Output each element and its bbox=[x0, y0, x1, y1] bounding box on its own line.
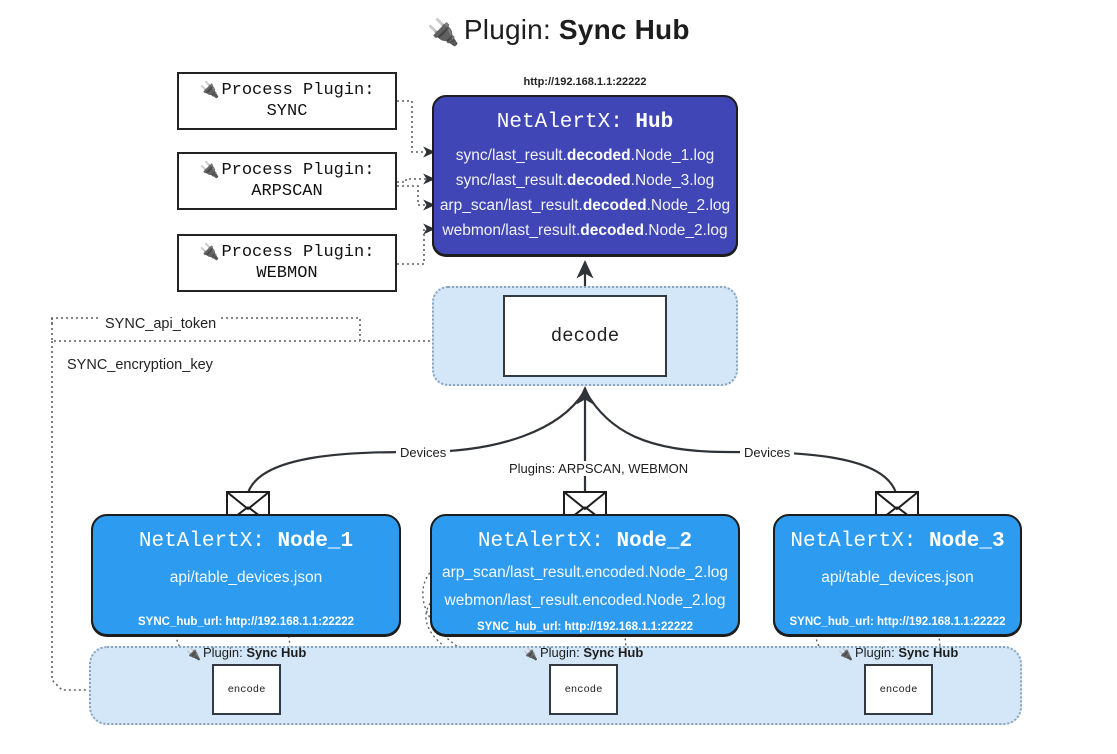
node-1-line-1: api/table_devices.json bbox=[169, 569, 323, 586]
encode-box-node-2[interactable]: encode bbox=[549, 664, 618, 715]
encoder-3-label-strong: Sync Hub bbox=[898, 645, 959, 660]
node-2-hub-url: SYNC_hub_url: http://192.168.1.1:22222 bbox=[476, 621, 694, 633]
hub-title: NetAlertX: Hub bbox=[434, 111, 736, 134]
encoder-1-label: 🔌Plugin: Sync Hub bbox=[186, 645, 306, 661]
node-2-title-name: Node_2 bbox=[616, 530, 693, 553]
process-plugin-arpscan-line2: ARPSCAN bbox=[251, 182, 323, 201]
hub-log-2-post: .Node_3.log bbox=[630, 172, 715, 189]
process-plugin-sync-line2: SYNC bbox=[266, 102, 308, 121]
node-3-title-name: Node_3 bbox=[929, 530, 1005, 553]
electric-plug-icon: 🔌 bbox=[199, 159, 220, 179]
process-plugin-arpscan-box[interactable]: 🔌Process Plugin: ARPSCAN bbox=[177, 152, 397, 210]
encoder-3-label: 🔌Plugin: Sync Hub bbox=[838, 645, 958, 661]
node-2-title-prefix: NetAlertX: bbox=[477, 530, 617, 553]
hub-log-line-4: webmon/last_result.decoded.Node_2.log bbox=[434, 222, 736, 240]
node-2-line-1: arp_scan/last_result.encoded.Node_2.log bbox=[441, 564, 729, 581]
sync-encryption-key-label: SYNC_encryption_key bbox=[63, 357, 217, 373]
hub-log-1-post: .Node_1.log bbox=[630, 147, 715, 164]
node-card-node-1[interactable]: NetAlertX: Node_1 api/table_devices.json… bbox=[91, 514, 401, 636]
hub-log-4-post: .Node_2.log bbox=[643, 222, 728, 239]
node-3-hub-url: SYNC_hub_url: http://192.168.1.1:22222 bbox=[789, 616, 1006, 628]
electric-plug-icon: 🔌 bbox=[186, 647, 201, 661]
process-plugin-arpscan-line1: Process Plugin: bbox=[221, 160, 375, 180]
hub-log-3-post: .Node_2.log bbox=[646, 197, 731, 214]
devices-label-left: Devices bbox=[396, 445, 451, 460]
hub-url-label: http://192.168.1.1:22222 bbox=[523, 76, 647, 88]
hub-log-3-pre: arp_scan/last_result. bbox=[439, 197, 583, 214]
sync-api-token-label: SYNC_api_token bbox=[101, 316, 221, 332]
devices-label-right: Devices bbox=[740, 445, 795, 460]
node-1-title: NetAlertX: Node_1 bbox=[93, 530, 399, 553]
electric-plug-icon: 🔌 bbox=[199, 241, 220, 261]
process-plugin-webmon-line1: Process Plugin: bbox=[221, 242, 375, 262]
encode-box-node-3[interactable]: encode bbox=[864, 664, 933, 715]
node-2-line-2: webmon/last_result.encoded.Node_2.log bbox=[444, 592, 726, 609]
node-1-hub-url: SYNC_hub_url: http://192.168.1.1:22222 bbox=[137, 616, 355, 628]
encoder-2-label-lead: Plugin: bbox=[539, 645, 584, 660]
process-plugin-sync-box[interactable]: 🔌Process Plugin: SYNC bbox=[177, 72, 397, 130]
hub-log-2-pre: sync/last_result. bbox=[455, 172, 567, 189]
process-plugin-webmon-box[interactable]: 🔌Process Plugin: WEBMON bbox=[177, 234, 397, 292]
encoder-3-label-lead: Plugin: bbox=[854, 645, 899, 660]
electric-plug-icon: 🔌 bbox=[427, 17, 460, 47]
process-plugin-webmon-line2: WEBMON bbox=[256, 264, 318, 283]
hub-title-prefix: NetAlertX: bbox=[496, 111, 636, 134]
hub-node-card[interactable]: NetAlertX: Hub sync/last_result.decoded.… bbox=[432, 95, 738, 256]
hub-log-line-1: sync/last_result.decoded.Node_1.log bbox=[434, 147, 736, 165]
page-title-lead: Plugin: bbox=[463, 14, 559, 45]
node-card-node-2[interactable]: NetAlertX: Node_2 arp_scan/last_result.e… bbox=[430, 514, 740, 636]
node-2-title: NetAlertX: Node_2 bbox=[432, 530, 738, 553]
electric-plug-icon: 🔌 bbox=[838, 647, 853, 661]
decode-box[interactable]: decode bbox=[503, 295, 667, 377]
hub-log-2-em: decoded bbox=[566, 172, 631, 189]
hub-log-line-2: sync/last_result.decoded.Node_3.log bbox=[434, 172, 736, 190]
node-card-node-3[interactable]: NetAlertX: Node_3 api/table_devices.json… bbox=[773, 514, 1022, 636]
hub-log-4-pre: webmon/last_result. bbox=[442, 222, 581, 239]
node-1-title-prefix: NetAlertX: bbox=[138, 530, 278, 553]
hub-log-1-em: decoded bbox=[566, 147, 631, 164]
encode-box-node-1[interactable]: encode bbox=[212, 664, 281, 715]
hub-log-line-3: arp_scan/last_result.decoded.Node_2.log bbox=[434, 197, 736, 215]
electric-plug-icon: 🔌 bbox=[523, 647, 538, 661]
encoder-2-label: 🔌Plugin: Sync Hub bbox=[523, 645, 643, 661]
hub-log-3-em: decoded bbox=[582, 197, 647, 214]
encoder-2-label-strong: Sync Hub bbox=[583, 645, 644, 660]
node-3-title: NetAlertX: Node_3 bbox=[775, 530, 1020, 553]
encoder-1-label-strong: Sync Hub bbox=[246, 645, 307, 660]
electric-plug-icon: 🔌 bbox=[199, 79, 220, 99]
node-3-line-1: api/table_devices.json bbox=[821, 569, 974, 586]
node-1-title-name: Node_1 bbox=[277, 530, 354, 553]
node-3-title-prefix: NetAlertX: bbox=[790, 530, 929, 553]
encoder-1-label-lead: Plugin: bbox=[202, 645, 247, 660]
hub-title-name: Hub bbox=[635, 111, 674, 134]
process-plugin-sync-line1: Process Plugin: bbox=[221, 80, 375, 100]
hub-log-4-em: decoded bbox=[580, 222, 644, 239]
plugins-label-center: Plugins: ARPSCAN, WEBMON bbox=[505, 461, 693, 476]
hub-log-1-pre: sync/last_result. bbox=[455, 147, 567, 164]
page-title-strong: Sync Hub bbox=[558, 14, 690, 45]
page-title: 🔌Plugin: Sync Hub bbox=[0, 14, 1117, 48]
